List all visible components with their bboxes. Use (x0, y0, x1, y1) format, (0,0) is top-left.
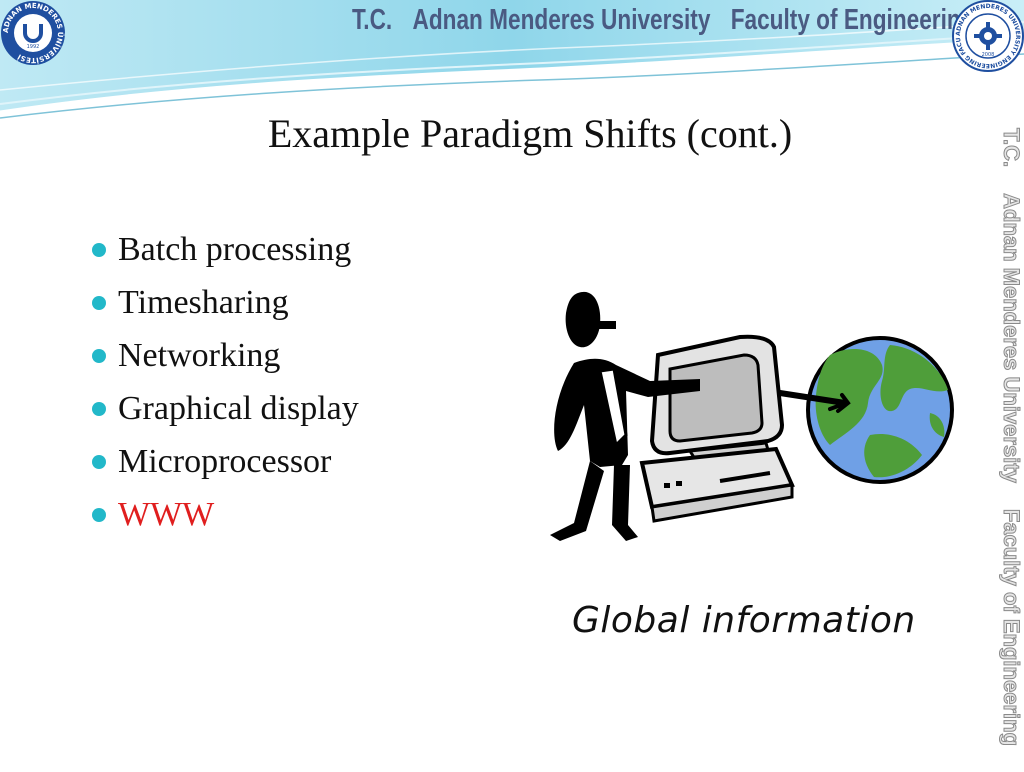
side-strip-text: T.C.Adnan Menderes UniversityFaculty of … (988, 128, 1024, 747)
header-title-tc: T.C. (352, 4, 393, 36)
side-strip-university: Adnan Menderes University (999, 193, 1024, 484)
header-title-university: Adnan Menderes University (412, 4, 711, 36)
left-logo-year: 1992 (27, 44, 40, 50)
bullet-item: Batch processing (90, 228, 359, 281)
person-computer-globe-illustration (550, 291, 954, 541)
bullet-list: Batch processing Timesharing Networking … (90, 228, 359, 546)
university-seal-logo: ADNAN MENDERES ÜNİVERSİTESİ 1992 (1, 1, 65, 65)
header-title: T.C. Adnan Menderes University Faculty of … (352, 4, 995, 37)
bullet-item-highlighted: WWW (90, 493, 359, 546)
globe-icon (806, 336, 954, 484)
side-strip-faculty: Faculty of Engineering (999, 508, 1024, 747)
header-title-faculty: Faculty of Engineering (730, 4, 975, 36)
person-figure-icon (550, 291, 700, 541)
illustration-caption: Global information (572, 600, 916, 641)
bullet-item: Microprocessor (90, 440, 359, 493)
header-wave-graphic (0, 0, 1024, 119)
right-logo-year: 2008 (982, 52, 995, 58)
computer-base-icon (639, 446, 795, 523)
computer-monitor-icon (649, 334, 785, 469)
slide-title: Example Paradigm Shifts (cont.) (267, 111, 793, 156)
faculty-seal-logo: ADNAN MENDERES UNIVERSITY ENGINEERING FA… (952, 0, 1024, 72)
bullet-item: Graphical display (90, 387, 359, 440)
bullet-item: Timesharing (90, 281, 359, 334)
header-banner: T.C. Adnan Menderes University Faculty of … (0, 0, 1024, 120)
bullet-item: Networking (90, 334, 359, 387)
